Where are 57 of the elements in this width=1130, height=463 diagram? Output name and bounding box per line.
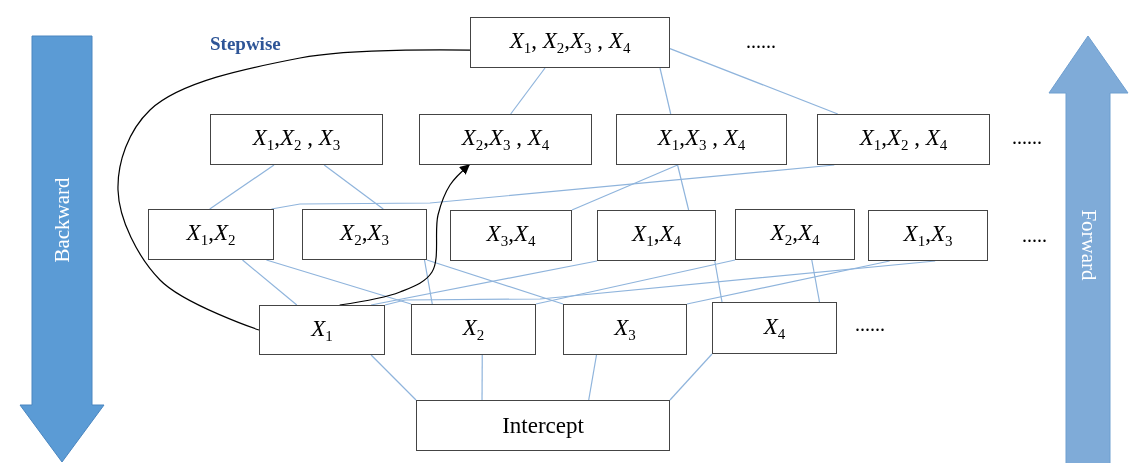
connector-line <box>659 67 672 115</box>
variable-set-box <box>450 210 572 261</box>
connector-line <box>571 164 679 211</box>
connector-line <box>811 259 821 303</box>
ellipsis: ...... <box>746 30 776 53</box>
connector-line <box>370 354 417 401</box>
variable-set-label: X$_{1}$, X$_{2}$,X$_{3}$ , X$_{4}$ <box>509 28 631 57</box>
variable-set-box <box>302 209 427 260</box>
connector-line <box>209 164 275 210</box>
connector-line <box>323 164 384 210</box>
variable-set-box <box>411 304 536 355</box>
variable-set-box <box>419 114 592 165</box>
variable-set-box <box>868 210 988 261</box>
ellipsis: ...... <box>1012 126 1042 149</box>
variable-set-label: X$_{1}$,X$_{4}$ <box>632 221 681 250</box>
connector-line <box>535 259 736 305</box>
variable-set-box <box>735 209 855 260</box>
section-title: Stepwise <box>210 33 281 55</box>
variable-set-box <box>470 17 670 68</box>
connector-line <box>676 164 690 211</box>
variable-set-label: X$_{3}$ <box>614 315 636 344</box>
connector-line <box>265 259 412 305</box>
ellipsis: ..... <box>1022 224 1047 247</box>
ellipsis: ...... <box>855 313 885 336</box>
variable-set-label: X$_{1}$,X$_{2}$ , X$_{3}$ <box>252 125 341 154</box>
variable-set-label: X$_{3}$,X$_{4}$ <box>486 221 536 250</box>
connector-line <box>714 260 723 303</box>
variable-set-box <box>563 304 687 355</box>
connector-line <box>423 259 433 305</box>
direction-label: Forward <box>1075 209 1101 281</box>
variable-set-label: X$_{1}$,X$_{2}$ <box>186 220 236 249</box>
intercept-label: Intercept <box>502 412 584 439</box>
direction-label: Backward <box>49 177 75 263</box>
connector-line <box>241 259 298 306</box>
connector-line <box>481 354 483 401</box>
variable-set-box <box>259 305 385 355</box>
connector-line <box>588 354 598 401</box>
variable-set-label: X$_{1}$,X$_{2}$ , X$_{4}$ <box>859 125 948 154</box>
variable-set-box <box>210 114 383 165</box>
variable-set-label: X$_{2}$,X$_{4}$ <box>770 220 820 249</box>
connector-line <box>669 353 713 401</box>
connector-line <box>669 48 839 115</box>
variable-set-label: X$_{4}$ <box>763 313 786 343</box>
variable-set-box <box>616 114 787 165</box>
variable-set-box <box>597 210 716 261</box>
intercept-box <box>416 400 670 451</box>
variable-set-label: X$_{1}$,X$_{3}$ <box>903 221 953 250</box>
variable-set-box <box>712 302 837 354</box>
variable-set-label: X$_{1}$ <box>311 315 333 345</box>
variable-set-label: X$_{2}$ <box>462 315 485 344</box>
connector-line <box>426 259 564 305</box>
variable-set-box <box>817 114 990 165</box>
variable-set-label: X$_{1}$,X$_{3}$ , X$_{4}$ <box>657 125 746 154</box>
variable-set-label: X$_{2}$,X$_{3}$ , X$_{4}$ <box>461 125 550 154</box>
variable-set-label: X$_{2}$,X$_{3}$ <box>340 220 389 249</box>
variable-set-box <box>148 209 274 260</box>
connector-line <box>510 67 546 115</box>
